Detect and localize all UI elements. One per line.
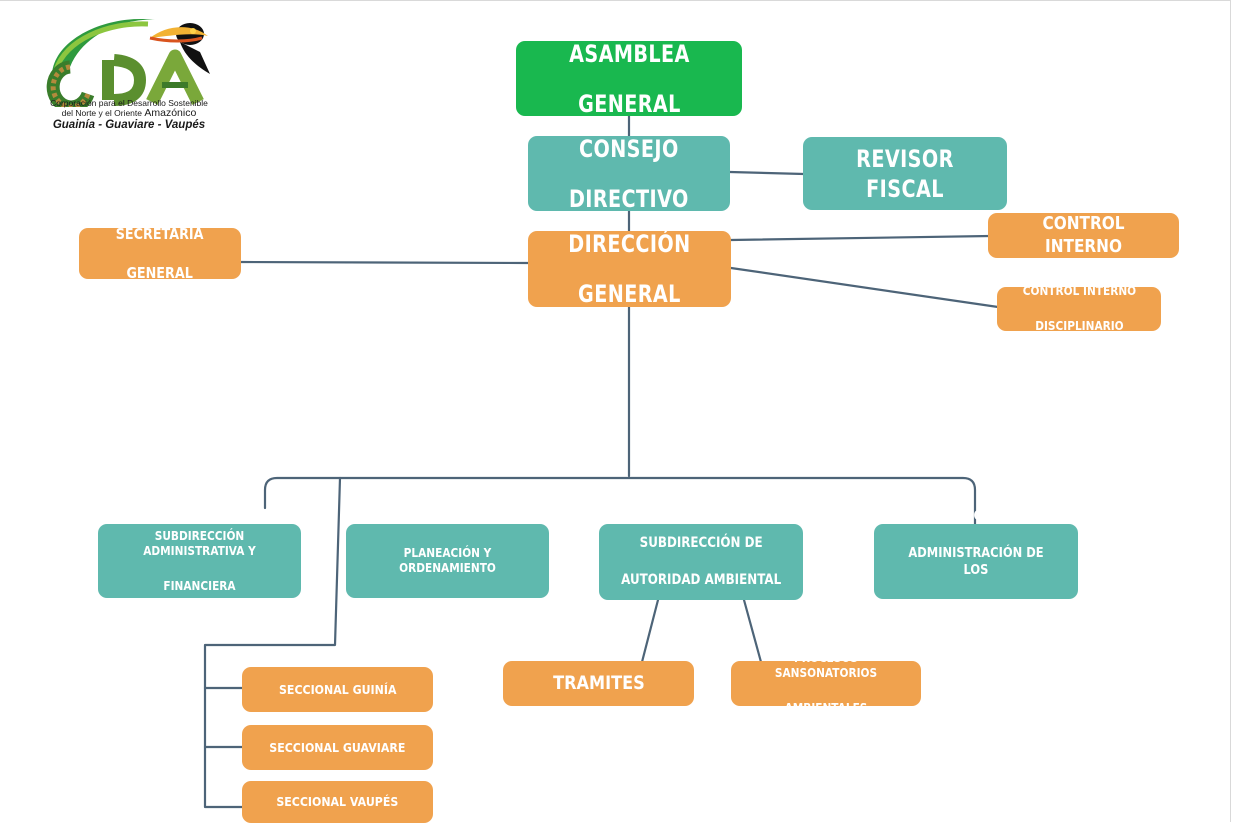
node-consejo-directivo: CONSEJO DIRECTIVO xyxy=(528,134,730,213)
logo-line-2-prefix: del Norte y el Oriente xyxy=(61,108,142,118)
node-sub-recursos-line-3: RECURSOS NATURALES xyxy=(901,598,1051,615)
node-disciplinario-line-1: CONTROL INTERNO xyxy=(1022,284,1136,298)
node-seccional-guaviare: SECCIONAL GUAVIARE xyxy=(242,725,433,770)
cda-logo xyxy=(30,12,230,142)
node-secretaria-line-2: GENERAL xyxy=(126,263,194,282)
node-subdireccion-recursos: SUBDIRECCIÓN DE ADMINISTRACIÓN DE LOS RECU… xyxy=(874,508,1078,614)
node-consejo-line-1: CONSEJO xyxy=(579,134,679,163)
node-tramites: TRAMITES xyxy=(503,661,694,706)
connector-direccion-secretaria xyxy=(238,260,530,265)
node-consejo-line-2: DIRECTIVO xyxy=(569,184,689,213)
node-procesos-sansonatorios: PROCESOS SANSONATORIOS AMBIENTALES xyxy=(731,651,921,715)
node-seccional-vaupes-label: SECCIONAL VAUPÉS xyxy=(276,794,399,810)
node-procesos-line-1: PROCESOS SANSONATORIOS xyxy=(774,651,878,680)
node-sub-recursos-line-2: ADMINISTRACIÓN DE LOS xyxy=(908,544,1044,578)
node-direccion-line-2: GENERAL xyxy=(578,280,681,308)
logo-line-1: Corporación para el Desarrollo Sostenibl… xyxy=(50,98,208,108)
logo-line-2-emphasis: Amazónico xyxy=(144,107,197,119)
logo-mark-icon xyxy=(46,19,210,114)
node-sub-autoridad-line-2: AUTORIDAD AMBIENTAL xyxy=(620,572,782,588)
node-sub-planeacion-line-3: TERRITORIAL ANBIENTAL xyxy=(373,596,522,610)
connector-seccionales-branch xyxy=(203,476,342,809)
node-asamblea-line-2: GENERAL xyxy=(577,89,681,118)
connector-direccion-disciplinario xyxy=(729,266,1000,309)
logo-line-2: del Norte y el Oriente Amazónico xyxy=(28,107,230,119)
connector-subdirecciones-bus xyxy=(263,476,977,526)
node-control-interno-line-1: CONTROL INTERNO xyxy=(1042,213,1125,257)
node-sub-autoridad-line-1: SUBDIRECCIÓN DE xyxy=(639,534,763,551)
node-asamblea-general: ASAMBLEA GENERAL xyxy=(516,39,742,118)
connector-direccion-control xyxy=(729,234,992,242)
node-sub-admin-line-2: FINANCIERA xyxy=(163,578,236,593)
logo-line-3: Guainía - Guaviare - Vaupés xyxy=(52,119,206,131)
node-disciplinario-line-2: DISCIPLINARIO xyxy=(1034,319,1124,333)
node-revisor-line-1: REVISOR FISCAL xyxy=(856,144,954,203)
node-secretaria-general: SECRETARIA GENERAL xyxy=(79,224,241,282)
node-subdireccion-administrativa: SUBDIRECCIÓN ADMINISTRATIVA Y FINANCIERA xyxy=(98,524,301,598)
node-direccion-general: DIRECCIÓN GENERAL xyxy=(528,230,731,308)
node-sub-planeacion-line-2: PLANEACIÓN Y ORDENAMIENTO xyxy=(399,546,496,575)
logo-caption: Corporación para el Desarrollo Sostenibl… xyxy=(28,98,230,132)
connector-autoridad-procesos xyxy=(742,598,763,664)
node-subdireccion-planeacion: SUBDIRECCIÓN DE PLANEACIÓN Y ORDENAMIENTO… xyxy=(346,511,549,610)
node-sub-recursos-line-1: SUBDIRECCIÓN DE xyxy=(916,507,1036,524)
connector-consejo-revisor xyxy=(728,170,806,176)
node-direccion-line-1: DIRECCIÓN xyxy=(568,230,691,258)
node-revisor-fiscal: REVISOR FISCAL xyxy=(803,137,1007,210)
node-seccional-guainia-label: SECCIONAL GUINÍA xyxy=(278,681,397,697)
node-sub-admin-line-1: SUBDIRECCIÓN ADMINISTRATIVA Y xyxy=(143,528,256,558)
node-seccional-guainia: SECCIONAL GUINÍA xyxy=(242,667,433,712)
node-asamblea-line-1: ASAMBLEA xyxy=(568,39,690,68)
node-control-interno: CONTROL INTERNO xyxy=(988,213,1179,258)
node-procesos-line-2: AMBIENTALES xyxy=(784,701,868,715)
node-control-interno-disciplinario: CONTROL INTERNO DISCIPLINARIO xyxy=(997,284,1161,333)
node-tramites-line-1: TRAMITES xyxy=(552,671,645,694)
node-subdireccion-autoridad: SUBDIRECCIÓN DE AUTORIDAD AMBIENTAL xyxy=(599,524,803,600)
node-seccional-vaupes: SECCIONAL VAUPÉS xyxy=(242,781,433,823)
node-sub-planeacion-line-1: SUBDIRECCIÓN DE xyxy=(392,511,503,525)
node-seccional-guaviare-label: SECCIONAL GUAVIARE xyxy=(269,739,406,755)
node-secretaria-line-1: SECRETARIA xyxy=(116,224,204,243)
connector-autoridad-tramites xyxy=(640,598,660,664)
